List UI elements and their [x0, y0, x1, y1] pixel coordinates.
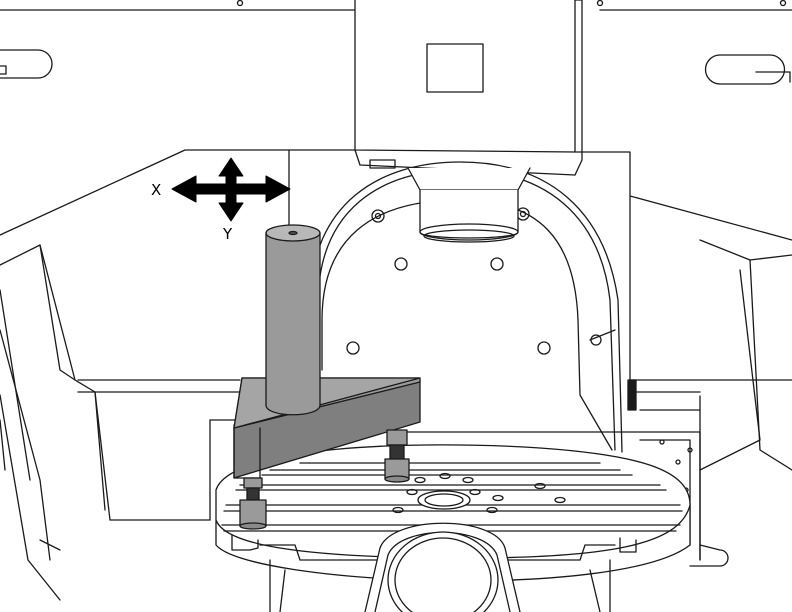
fixture-foot-left-upper	[243, 477, 263, 501]
machine-bottom	[269, 559, 611, 612]
spindle-nose	[407, 167, 531, 243]
xy-direction-arrows	[171, 157, 291, 222]
y-axis-label: Y	[223, 225, 233, 243]
spindle-head	[354, 0, 583, 176]
trunnion-support	[364, 522, 521, 612]
fixture-foot-left	[239, 499, 267, 530]
fixture-foot-rear	[384, 429, 410, 483]
x-axis-label: X	[151, 181, 162, 199]
fixture-post	[265, 224, 321, 416]
